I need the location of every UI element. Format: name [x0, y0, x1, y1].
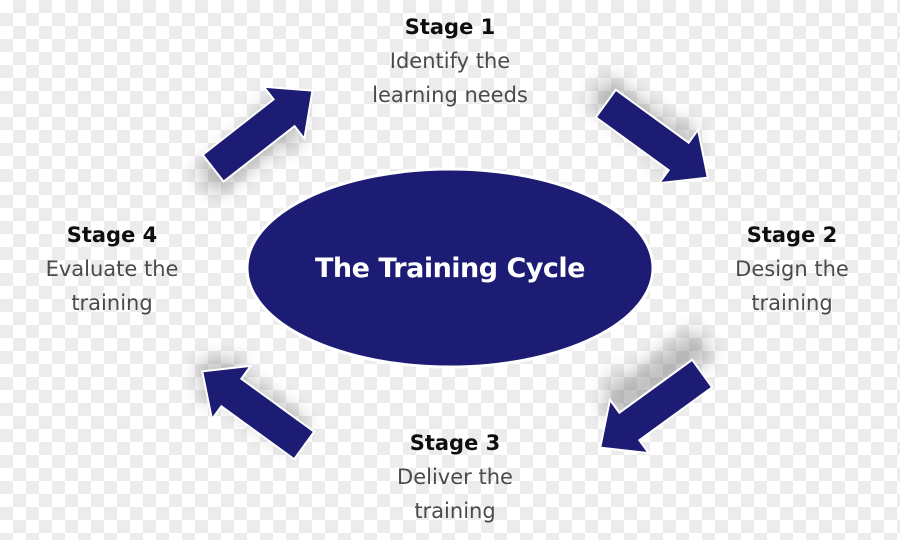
- stage-2-line-1: Design the: [735, 257, 849, 281]
- stage-3-line-2: training: [414, 499, 496, 523]
- stage-3-line-1: Deliver the: [397, 465, 513, 489]
- stage-1-title: Stage 1: [404, 15, 496, 39]
- stage-4-label: Stage 4 Evaluate the training: [22, 218, 202, 320]
- stage-2-line-2: training: [751, 291, 833, 315]
- stage-2-label: Stage 2 Design the training: [706, 218, 878, 320]
- stage-2-title: Stage 2: [746, 223, 838, 247]
- stage-1-line-1: Identify the: [389, 49, 511, 73]
- stage-3-title: Stage 3: [409, 431, 501, 455]
- stage-4-title: Stage 4: [66, 223, 158, 247]
- stage-4-line-1: Evaluate the: [45, 257, 179, 281]
- stage-3-label: Stage 3 Deliver the training: [345, 426, 565, 528]
- center-ellipse: [245, 167, 655, 369]
- stage-1-line-2: learning needs: [372, 83, 528, 107]
- center-label: The Training Cycle: [314, 253, 586, 284]
- stage-4-line-2: training: [71, 291, 153, 315]
- stage-1-label: Stage 1 Identify the learning needs: [340, 10, 560, 112]
